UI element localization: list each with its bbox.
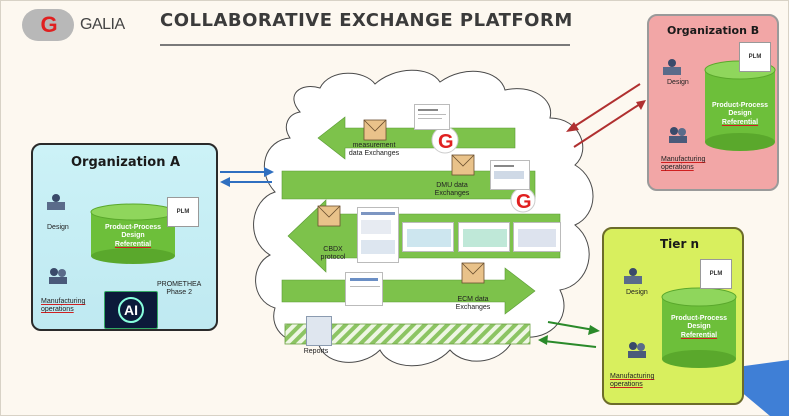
- tier-n-design-label: Design: [626, 289, 648, 296]
- org-a-design-label: Design: [47, 224, 69, 231]
- document-thumbnail: [345, 272, 383, 306]
- svg-text:G: G: [516, 191, 532, 213]
- arrow-ecm: [281, 267, 536, 315]
- document-thumbnail: [414, 104, 450, 130]
- tier-n-database-label: Product-Process Design Referential: [670, 315, 728, 339]
- org-a-database-icon: [90, 203, 176, 264]
- tier-n-database-icon: [661, 287, 737, 368]
- galia-badge-icon-2: G: [510, 187, 536, 213]
- org-a-manufacturing-label: Manufacturing operations: [41, 298, 86, 314]
- factory-workers-icon: [49, 268, 67, 284]
- org-a-project-label: PROMETHEA Phase 2: [157, 281, 202, 297]
- organization-b-title: Organization B: [667, 24, 760, 37]
- envelope-icon-measurement: [363, 119, 387, 141]
- tier-n-manufacturing-label: Manufacturing operations: [610, 373, 655, 389]
- org-b-database-icon: [704, 60, 776, 151]
- svg-text:G: G: [438, 131, 454, 153]
- org-a-database-label: Product-Process Design Referential: [104, 224, 162, 248]
- title-underline: [160, 44, 570, 46]
- envelope-icon-dmu: [451, 154, 475, 176]
- slide-title: COLLABORATIVE EXCHANGE PLATFORM: [160, 10, 573, 31]
- galia-badge-icon-1: G: [431, 126, 459, 154]
- document-thumbnail: [357, 207, 399, 263]
- envelope-icon-cbdx: [317, 205, 341, 227]
- document-thumbnail: [402, 222, 454, 252]
- galia-logo-mark: G: [22, 9, 74, 41]
- factory-workers-icon: [669, 127, 687, 143]
- org-b-plm-icon: PLM: [739, 42, 771, 72]
- link-org-b-out: [573, 103, 641, 148]
- designer-icon: [47, 194, 65, 210]
- arrow-measurement: [317, 116, 516, 160]
- designer-icon: [663, 59, 681, 75]
- arrow-reports-hatched: [284, 323, 531, 345]
- document-thumbnail: [458, 222, 510, 252]
- ai-icon: AI: [104, 291, 158, 329]
- document-thumbnail: [513, 222, 561, 252]
- org-a-plm-icon: PLM: [167, 197, 199, 227]
- org-b-database-label: Product-Process Design Referential: [711, 102, 769, 126]
- link-tier-in: [547, 321, 595, 331]
- org-b-design-label: Design: [667, 79, 689, 86]
- organization-b-box: Organization B Design Product-Process De…: [647, 14, 779, 191]
- organization-a-title: Organization A: [71, 155, 181, 170]
- factory-workers-icon: [628, 342, 646, 358]
- link-org-b-in: [571, 83, 641, 129]
- tier-n-plm-icon: PLM: [700, 259, 732, 289]
- org-b-manufacturing-label: Manufacturing operations: [661, 156, 706, 172]
- envelope-icon-ecm: [461, 262, 485, 284]
- reports-icon: [306, 316, 332, 346]
- tier-n-box: Tier n Design Product-Process Design Ref…: [602, 227, 744, 405]
- tier-n-title: Tier n: [660, 237, 700, 251]
- link-tier-out: [543, 340, 597, 348]
- galia-logo-text: GALIA: [80, 16, 125, 33]
- label-reports: Reports: [303, 348, 329, 355]
- document-thumbnail: [490, 160, 530, 190]
- galia-logo: G GALIA: [22, 8, 142, 42]
- designer-icon: [624, 268, 642, 284]
